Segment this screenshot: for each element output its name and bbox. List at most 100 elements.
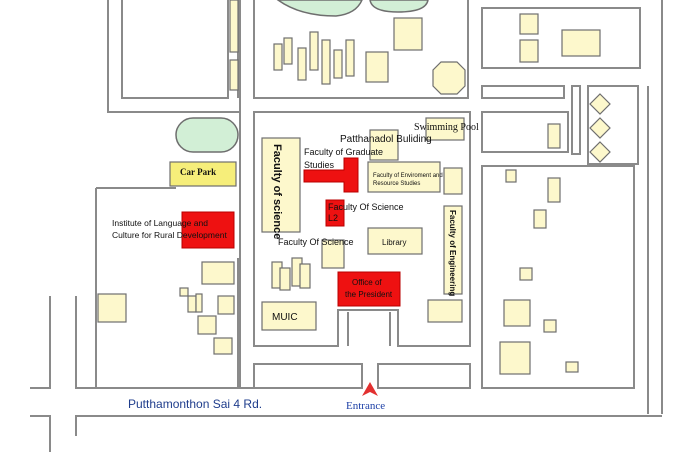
green-field-left [276,0,363,17]
block-south-strip-right [377,363,471,389]
block-right-diamonds [587,85,639,165]
highlighted-buildings [181,157,401,307]
building-w-6 [217,295,235,315]
building-faculty-science [261,137,301,233]
road-outlines [30,0,663,452]
building-diamond-3 [589,141,611,163]
building-muic [261,301,317,331]
building-c-4 [299,263,311,289]
label-faculty-science-vertical: Faculty of science [271,144,283,239]
building-library [367,227,423,255]
building-environment [367,161,441,193]
building-tr-2 [519,39,539,63]
road-south-west [30,415,51,452]
label-faculty-graduate-2: Studies [304,160,335,170]
block-top-left-inner [121,0,229,99]
green-areas [175,0,429,153]
building-science-l2 [325,199,345,227]
building-w-7 [197,315,217,335]
label-faculty-graduate-1: Faculty of Graduate [304,147,383,157]
building-tc-3 [297,47,307,81]
block-top-center [253,0,469,99]
building-tc-1 [273,43,283,71]
building-science-center [321,239,345,269]
block-top-right [481,7,641,69]
building-tc-octagon [432,61,466,95]
building-se-3 [533,209,547,229]
building-tr-1 [519,13,539,35]
entrance-drive [347,312,391,346]
building-w-1 [201,261,235,285]
building-se-7 [499,341,531,375]
building-tr-4 [547,123,561,149]
label-office-president-2: the President [345,290,393,299]
block-main-campus [253,111,471,347]
building-tc-8 [365,51,389,83]
block-south-strip-left [253,363,363,389]
building-car-park [169,161,237,187]
building-diamond-1 [589,93,611,115]
label-car-park: Car Park [180,167,216,177]
building-engineering [443,205,463,295]
label-faculty-environment-1: Faculty of Enviroment and [373,173,443,179]
label-faculty-science-l2-1: Faculty Of Science [328,202,404,212]
building-w-4 [187,295,197,313]
building-rc-1 [443,167,463,195]
block-right-strip-vertical [571,85,581,155]
road-north-west-left [30,296,51,389]
label-faculty-engineering: Faculty of Engineering [448,210,457,296]
label-institute-1: Institute of Language and [112,218,208,228]
building-se-4 [519,267,533,281]
building-tr-3 [561,29,601,57]
building-w-8 [213,337,233,355]
building-tl-2 [229,59,239,91]
block-right-middle [481,111,569,153]
green-park [175,117,239,153]
label-faculty-science-center: Faculty Of Science [278,237,354,247]
buildings [97,0,611,375]
building-se-2 [547,177,561,203]
block-top-left-outer [107,0,241,113]
building-se-1 [505,169,517,183]
block-right-strip [481,85,565,99]
building-graduate-studies [303,157,359,193]
building-tl-1 [229,0,239,53]
block-south-east [481,165,635,389]
building-w-5 [195,293,203,313]
label-faculty-environment-2: Resource Studies [373,181,420,187]
label-library: Library [382,238,406,247]
label-entrance: Entrance [346,400,385,412]
entrance-arrow-icon [362,382,378,396]
building-tc-5 [321,39,331,85]
building-tc-9 [393,17,423,51]
building-tc-2 [283,37,293,65]
building-w-3 [179,287,189,297]
label-patthanadol-building: Patthanadol Buliding [340,134,432,145]
building-se-8 [565,361,579,373]
label-institute-2: Culture for Rural Development [112,230,227,240]
label-swimming-pool: Swimming Pool [414,122,479,133]
building-diamond-2 [589,117,611,139]
building-office-president [337,271,401,307]
building-patthanadol [369,129,399,161]
building-tc-6 [333,49,343,79]
building-institute-language [181,211,235,249]
road-north-west-right [75,296,238,389]
map-labels: Swimming Pool Patthanadol Buliding Facul… [112,122,479,412]
building-c-2 [279,267,291,291]
label-muic: MUIC [272,312,298,323]
green-field-right [369,0,429,13]
label-faculty-science-l2-2: L2 [328,213,338,223]
label-office-president-1: Office of [352,278,382,287]
building-w-2 [97,293,127,323]
building-se-5 [503,299,531,327]
label-road: Putthamonthon Sai 4 Rd. [128,397,262,411]
building-tc-7 [345,39,355,77]
building-swimming-pool [425,117,465,141]
building-tc-4 [309,31,319,71]
road-main-south [75,415,662,436]
building-se-6 [543,319,557,333]
building-rc-2 [427,299,463,323]
